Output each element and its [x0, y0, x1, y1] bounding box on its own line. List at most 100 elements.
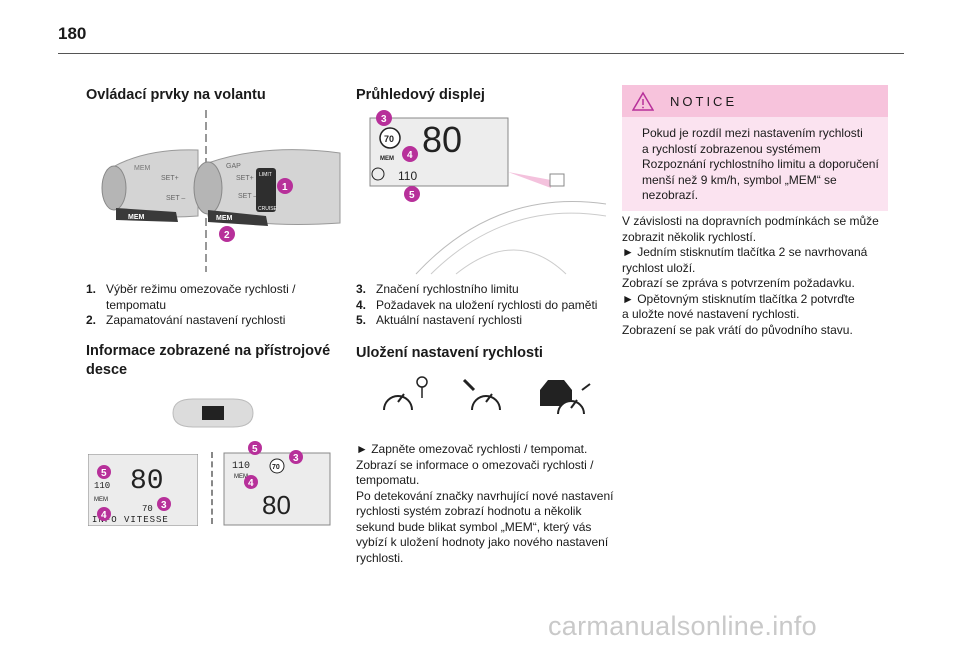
cluster-right-sign: 70 — [272, 464, 280, 471]
paragraph-line: a uložte nové nastavení rychlosti. — [622, 307, 800, 321]
callout-4 — [97, 507, 111, 521]
line-text: vybízí k uložení hodnoty jako nového nas… — [356, 535, 609, 549]
list-item-number: 5. — [356, 313, 367, 327]
callout-5-label: 5 — [101, 468, 107, 479]
line-text: Zobrazí se informace o omezovači rychlos… — [356, 457, 594, 472]
cluster-left-speed: 80 — [130, 466, 164, 497]
controls-list: 1. Výběr režimu omezovače rychlosti / te… — [86, 282, 306, 329]
list-item: 2. Zapamatování nastavení rychlosti — [86, 313, 306, 329]
footer-watermark[interactable]: carmanualsonline.info — [548, 611, 817, 641]
notice-line: a rychlostí zobrazenou systémem — [642, 141, 821, 156]
paragraph-line: Zobrazení se pak vrátí do původního stav… — [622, 322, 853, 337]
callout-5-label: 5 — [409, 190, 415, 201]
list-item-number: 1. — [86, 282, 97, 296]
hud-list: 3. Značení rychlostního limitu 4. Požada… — [356, 282, 616, 329]
list-item: 3. Značení rychlostního limitu — [356, 282, 616, 298]
list-item-text: Výběr režimu omezovače rychlosti / tempo… — [106, 282, 296, 312]
notice-box: NOTICE Pokud je rozdíl mezi nastavením r… — [622, 85, 888, 211]
cluster-display-left: 80 110 MEM 70 INFO VITESSE 5 4 3 — [88, 454, 198, 526]
callout-3 — [157, 497, 171, 511]
paragraph-line: tempomatu. — [356, 473, 618, 489]
paragraph-line: zobrazit několik rychlostí. — [622, 229, 757, 244]
stalk-label-mem-left: MEM — [134, 165, 151, 172]
line-text: rychlosti systém zobrazí hodnotu a někol… — [356, 504, 582, 518]
callout-3-label: 3 — [381, 114, 387, 125]
stalk-label-setplus-left: SET+ — [161, 175, 179, 182]
stalk-label-setminus-left: SET – — [166, 195, 185, 202]
cluster-right-mem: MEM — [234, 474, 248, 480]
steering-stalk-illustration: MEM SET+ SET – MEM GAP SET+ SET – LIMIT … — [101, 110, 341, 272]
heading-steering-controls: Ovládací prvky na volantu — [86, 87, 266, 103]
list-item-number: 4. — [356, 297, 367, 312]
heading-save-speed: Uložení nastavení rychlosti — [356, 345, 543, 361]
callout-1 — [277, 178, 293, 194]
callout-2 — [219, 226, 235, 242]
callout-4-label: 4 — [248, 478, 254, 489]
callout-4-label: 4 — [407, 150, 413, 161]
paragraph-line: rychlost uloží. — [622, 260, 696, 275]
paragraph-line: ► Jedním stisknutím tlačítka 2 se navrho… — [622, 245, 868, 259]
paragraph-line: ► Zapněte omezovač rychlosti / tempomat. — [356, 442, 618, 458]
hud-set-speed: 110 — [398, 169, 417, 183]
hud-speed: 80 — [422, 119, 462, 160]
callout-5 — [404, 186, 420, 202]
paragraph-line: Po detekování značky navrhující nové nas… — [356, 489, 618, 505]
instrument-cluster-icon — [172, 398, 254, 428]
warning-icon — [632, 91, 654, 111]
col3-paragraph: V závislosti na dopravních podmínkách se… — [622, 214, 897, 338]
notice-body: Pokud je rozdíl mezi nastavením rychlost… — [622, 117, 888, 204]
header-rule — [58, 53, 904, 54]
line-text: sekund bude blikat symbol „MEM“, který v… — [356, 519, 592, 534]
list-item: 4. Požadavek na uložení rychlosti do pam… — [356, 298, 616, 314]
callout-5 — [248, 441, 262, 455]
notice-line: nezobrazí. — [642, 188, 699, 202]
callout-4 — [244, 475, 258, 489]
cluster-right-top-speed: 110 — [232, 461, 250, 472]
hud-illustration: 70 80 MEM 110 3 4 5 — [369, 110, 607, 275]
speed-icons-row — [383, 376, 591, 415]
notice-header: NOTICE — [622, 85, 888, 117]
list-item-text: Požadavek na uložení rychlosti do paměti — [376, 297, 598, 312]
list-item-text: Zapamatování nastavení rychlosti — [106, 313, 286, 327]
stalk-label-setplus-right: SET+ — [236, 175, 254, 182]
paragraph-line: ► Opětovným stisknutím tlačítka 2 potvrď… — [622, 291, 855, 306]
stalk-label-limit: LIMIT — [259, 172, 272, 178]
paragraph-line: Zobrazí se informace o omezovači rychlos… — [356, 458, 618, 474]
save-speed-paragraph: ► Zapněte omezovač rychlosti / tempomat.… — [356, 442, 618, 566]
hud-sign: 70 — [384, 134, 394, 144]
callout-3 — [289, 450, 303, 464]
callout-3-label: 3 — [293, 453, 299, 464]
heading-hud: Průhledový displej — [356, 87, 485, 103]
line-text: Po detekování značky navrhující nové nas… — [356, 488, 614, 503]
paragraph-line: Zobrazí se zpráva s potvrzením požadavku… — [622, 276, 855, 290]
speedometer-button-icon — [462, 378, 501, 411]
callout-1-label: 1 — [282, 182, 288, 193]
list-item-number: 3. — [356, 282, 367, 296]
paragraph-line: vybízí k uložení hodnoty jako nového nas… — [356, 535, 618, 551]
heading-instrument-panel-info: Informace zobrazené na přístrojové desce — [86, 343, 331, 378]
callout-3-label: 3 — [161, 500, 167, 511]
line-text: tempomatu. — [356, 473, 420, 487]
stalk-label-mem-left-button: MEM — [128, 214, 145, 221]
callout-3 — [376, 110, 392, 126]
stalk-label-gap: GAP — [226, 163, 241, 170]
stalk-label-cruise: CRUISE — [258, 206, 278, 212]
callout-4-label: 4 — [101, 510, 107, 521]
cluster-left-info: INFO VITESSE — [92, 515, 169, 525]
stalk-label-setminus-right: SET – — [238, 193, 257, 200]
list-item: 1. Výběr režimu omezovače rychlosti / te… — [86, 282, 306, 313]
paragraph-line: rychlosti systém zobrazí hodnotu a někol… — [356, 504, 618, 520]
paragraph-line: rychlosti. — [356, 551, 618, 567]
notice-line: Rozpoznání rychlostního limitu a doporuč… — [642, 157, 879, 171]
page-number: 180 — [58, 24, 87, 43]
paragraph-line: V závislosti na dopravních podmínkách se… — [622, 214, 879, 228]
display-divider — [211, 452, 213, 524]
notice-line: menší než 9 km/h, symbol „MEM“ se — [642, 172, 837, 187]
speedometer-memory-icon — [383, 376, 428, 411]
line-text: ► Zapněte omezovač rychlosti / tempomat. — [356, 442, 588, 456]
callout-5-label: 5 — [252, 444, 258, 455]
list-item-number: 2. — [86, 313, 97, 327]
cluster-left-small-speed: 110 — [94, 481, 110, 491]
callout-4 — [402, 146, 418, 162]
notice-line: Pokud je rozdíl mezi nastavením rychlost… — [642, 126, 863, 140]
